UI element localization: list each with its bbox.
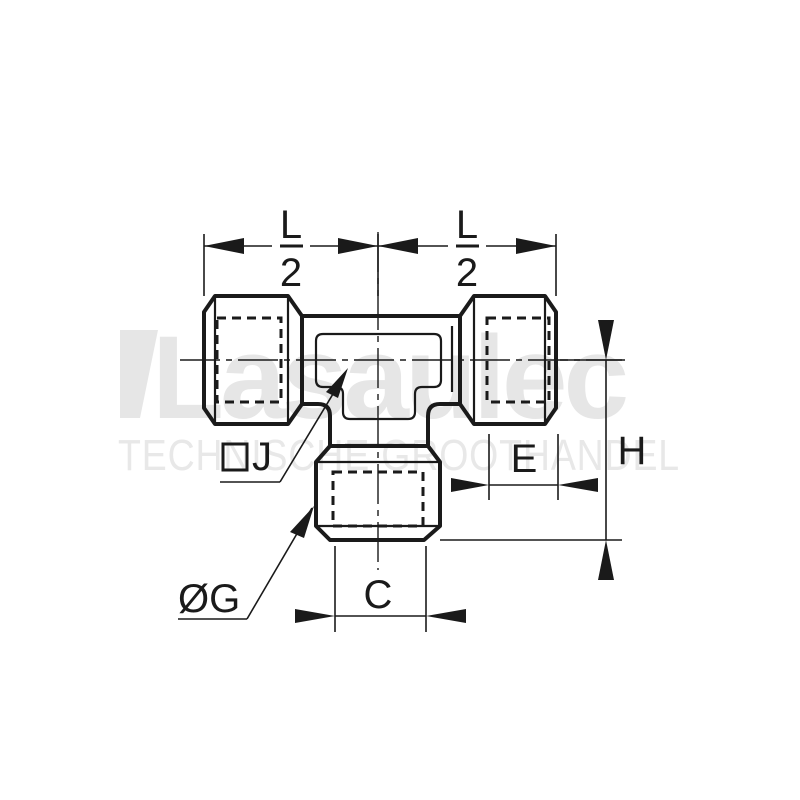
center-lines: [180, 232, 625, 570]
dimension-label-e: E: [511, 437, 538, 481]
dimension-branch-width: C: [295, 546, 466, 632]
square-symbol-icon: [221, 442, 249, 472]
dimension-label-2-left: 2: [280, 251, 302, 295]
tee-fitting-body: [202, 294, 558, 542]
dimension-label-j: J: [252, 435, 272, 479]
dimension-height: H: [440, 320, 646, 580]
dimension-label-l-left: L: [280, 203, 302, 247]
dimension-label-h: H: [618, 429, 647, 473]
dimension-half-length: L 2 L 2: [203, 203, 557, 296]
dimension-label-l-right: L: [456, 203, 478, 247]
leader-outer-diameter: ØG: [178, 506, 314, 621]
dimension-thread-length: E: [451, 434, 598, 500]
watermark-logo-mark: [120, 330, 158, 418]
dimension-label-2-right: 2: [456, 251, 478, 295]
dimension-label-c: C: [364, 573, 393, 617]
leader-hex-size: J: [220, 368, 348, 483]
dimension-label-diameter-g: ØG: [178, 577, 240, 621]
